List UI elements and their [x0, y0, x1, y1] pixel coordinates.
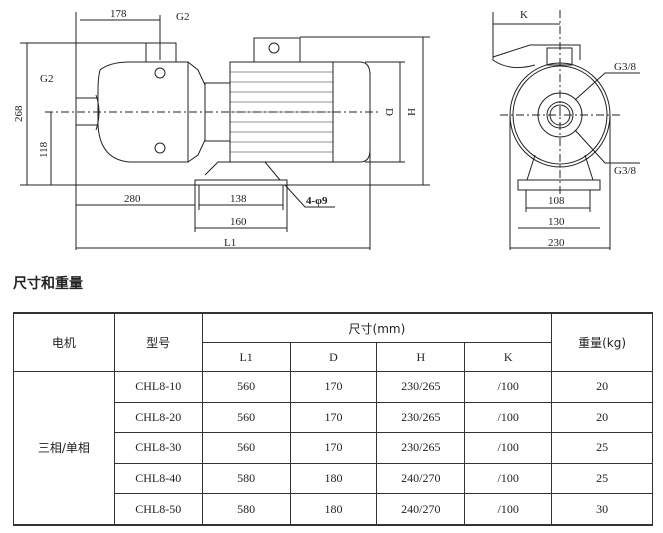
header-model: 型号 — [113, 312, 203, 372]
dim-k: K — [520, 9, 528, 21]
h-cell: 230/265 — [376, 371, 466, 403]
l1-cell: 580 — [201, 462, 291, 495]
dim-280: 280 — [124, 193, 141, 205]
weight-cell: 30 — [551, 493, 653, 526]
header-l1: L1 — [201, 342, 291, 372]
dim-138: 138 — [230, 193, 247, 205]
d-cell: 170 — [289, 432, 378, 464]
weight-cell: 20 — [551, 401, 653, 434]
dim-108: 108 — [548, 195, 565, 207]
header-h: H — [376, 342, 466, 372]
l1-cell: 560 — [201, 371, 291, 403]
d-cell: 170 — [289, 371, 378, 403]
dim-130: 130 — [548, 216, 565, 228]
model-cell: CHL8-20 — [113, 401, 203, 434]
holes-label: 4-φ9 — [306, 195, 328, 207]
dim-d: D — [383, 108, 395, 116]
model-cell: CHL8-10 — [113, 371, 203, 403]
side-view — [20, 12, 430, 250]
label-g38-bottom: G3/8 — [614, 165, 637, 177]
label-g38-top: G3/8 — [614, 61, 637, 73]
motor-type-cell: 三相/单相 — [13, 370, 115, 526]
dim-230: 230 — [548, 237, 565, 249]
header-weight: 重量(kg) — [551, 312, 653, 372]
header-motor: 电机 — [13, 312, 115, 372]
dim-268: 268 — [13, 105, 25, 122]
l1-cell: 560 — [201, 432, 291, 464]
header-d: D — [289, 342, 378, 372]
k-cell: /100 — [464, 371, 553, 403]
h-cell: 240/270 — [376, 462, 466, 495]
d-cell: 180 — [289, 493, 378, 526]
dim-178: 178 — [110, 8, 127, 20]
k-cell: /100 — [464, 432, 553, 464]
l1-cell: 560 — [201, 401, 291, 434]
pump-dimension-drawing: 178 G2 G2 268 118 280 138 160 L1 4-φ9 D … — [13, 8, 640, 250]
front-view — [492, 10, 640, 250]
dim-160: 160 — [230, 216, 247, 228]
label-g2-left: G2 — [40, 73, 53, 85]
weight-cell: 20 — [551, 371, 653, 403]
l1-cell: 580 — [201, 493, 291, 526]
d-cell: 180 — [289, 462, 378, 495]
dimension-weight-table: 电机 型号 尺寸(mm) 重量(kg) L1 D H K 三相/单相 CHL8-… — [13, 312, 653, 526]
dim-h: H — [405, 108, 417, 116]
k-cell: /100 — [464, 462, 553, 495]
k-cell: /100 — [464, 493, 553, 526]
h-cell: 230/265 — [376, 401, 466, 434]
h-cell: 230/265 — [376, 432, 466, 464]
model-cell: CHL8-40 — [113, 462, 203, 495]
model-cell: CHL8-50 — [113, 493, 203, 526]
header-k: K — [464, 342, 553, 372]
weight-cell: 25 — [551, 432, 653, 464]
section-title: 尺寸和重量 — [13, 276, 83, 292]
dim-l1: L1 — [224, 237, 236, 249]
weight-cell: 25 — [551, 462, 653, 495]
d-cell: 170 — [289, 401, 378, 434]
h-cell: 240/270 — [376, 493, 466, 526]
k-cell: /100 — [464, 401, 553, 434]
header-size: 尺寸(mm) — [201, 312, 553, 343]
dim-118: 118 — [38, 141, 50, 158]
label-g2-top: G2 — [176, 11, 189, 23]
model-cell: CHL8-30 — [113, 432, 203, 464]
